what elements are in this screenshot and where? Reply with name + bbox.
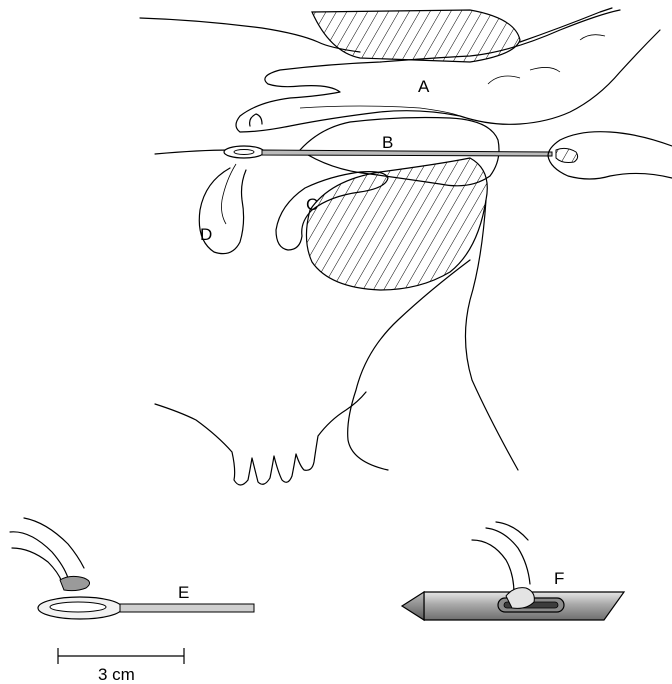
main-dissection-view xyxy=(140,8,672,485)
forceps-f xyxy=(472,522,530,594)
instrument-b-eye xyxy=(224,146,264,158)
body-contour-mid xyxy=(348,260,470,470)
label-c: C xyxy=(306,195,318,214)
hand-a-knuckle xyxy=(250,114,262,126)
label-e: E xyxy=(178,583,189,602)
instrument-e-shaft xyxy=(120,604,254,612)
instrument-e-eye-hole xyxy=(50,602,106,612)
right-hand-grip xyxy=(556,148,578,162)
label-a: A xyxy=(418,77,430,96)
upper-body-outline-right xyxy=(520,8,612,42)
skin-line xyxy=(155,150,230,154)
hand-a-finger-line xyxy=(300,106,460,116)
label-b: B xyxy=(382,133,393,152)
inset-f xyxy=(402,522,624,620)
forceps-e xyxy=(10,518,84,582)
scale-bar xyxy=(58,648,184,664)
forceps-f-tip xyxy=(506,588,534,609)
inset-e xyxy=(10,518,254,619)
upper-hatched-region xyxy=(312,10,520,62)
forceps-e-tip xyxy=(60,576,90,590)
scale-bar-label: 3 cm xyxy=(98,665,135,684)
instrument-f-tip xyxy=(402,592,424,620)
organ-d-inner xyxy=(222,164,237,224)
lower-hand xyxy=(155,392,366,485)
label-d: D xyxy=(200,225,212,244)
instrument-b-shaft xyxy=(262,150,552,156)
label-f: F xyxy=(554,569,564,588)
